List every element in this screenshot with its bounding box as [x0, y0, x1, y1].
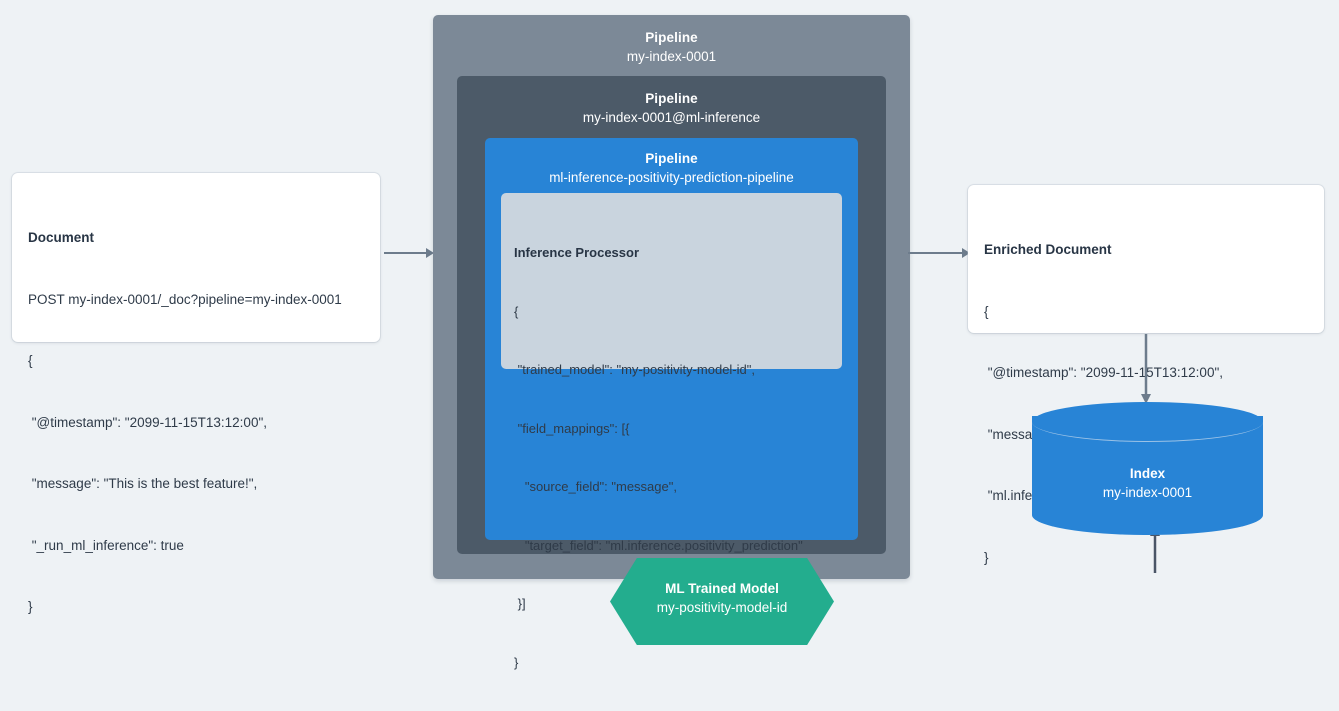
- pipeline-outer-heading: Pipeline: [645, 30, 698, 45]
- inference-processor-line-2: "field_mappings": [{: [514, 420, 630, 436]
- pipeline-inner-name: ml-inference-positivity-prediction-pipel…: [549, 170, 794, 185]
- arrow-document-to-pipeline-icon: [384, 246, 434, 260]
- inference-processor-line-4: "target_field": "ml.inference.positivity…: [514, 537, 803, 553]
- enriched-document-card: Enriched Document { "@timestamp": "2099-…: [968, 185, 1324, 565]
- index-name: my-index-0001: [1102, 485, 1193, 500]
- enriched-document-line-1: "@timestamp": "2099-11-15T13:12:00",: [984, 365, 1223, 380]
- diagram-canvas: Document POST my-index-0001/_doc?pipelin…: [12, 15, 1324, 670]
- document-line-5: }: [28, 599, 33, 614]
- pipeline-middle-heading: Pipeline: [645, 91, 698, 106]
- pipeline-inner: Pipeline ml-inference-positivity-predict…: [485, 138, 1160, 670]
- enriched-document-title: Enriched Document: [984, 242, 1112, 257]
- cylinder-top-ellipse: [1032, 402, 1263, 442]
- pipeline-middle-name: my-index-0001@ml-inference: [582, 110, 761, 125]
- inference-processor-title: Inference Processor: [514, 245, 640, 260]
- inference-processor-line-1: "trained_model": "my-positivity-model-id…: [514, 362, 755, 377]
- pipeline-outer: Pipeline my-index-0001 Pipeline my-index…: [433, 15, 1160, 670]
- pipeline-outer-name: my-index-0001: [626, 49, 717, 64]
- document-line-0: POST my-index-0001/_doc?pipeline=my-inde…: [28, 291, 342, 307]
- inference-processor-line-6: }: [514, 654, 519, 670]
- ml-trained-model-heading: ML Trained Model: [665, 581, 779, 596]
- document-card: Document POST my-index-0001/_doc?pipelin…: [12, 173, 380, 614]
- inference-processor-line-3: "source_field": "message",: [514, 479, 677, 494]
- index-heading: Index: [1129, 466, 1166, 481]
- pipeline-inner-heading: Pipeline: [645, 151, 698, 166]
- index-label-group: Index my-index-0001: [1032, 464, 1263, 502]
- ml-trained-model-name: my-positivity-model-id: [656, 600, 788, 615]
- document-line-1: {: [28, 353, 33, 368]
- ml-trained-model-hexagon: ML Trained Model my-positivity-model-id: [610, 558, 834, 645]
- arrow-enriched-to-index-icon: [1139, 334, 1153, 404]
- arrow-pipeline-to-enriched-icon: [908, 246, 970, 260]
- document-line-3: "message": "This is the best feature!",: [28, 476, 258, 491]
- document-card-title: Document: [28, 230, 95, 245]
- document-line-4: "_run_ml_inference": true: [28, 537, 184, 553]
- enriched-document-line-0: {: [984, 303, 989, 319]
- index-cylinder: Index my-index-0001: [1032, 402, 1263, 535]
- inference-processor-card: Inference Processor { "trained_model": "…: [501, 193, 842, 670]
- document-line-2: "@timestamp": "2099-11-15T13:12:00",: [28, 414, 267, 430]
- pipeline-middle: Pipeline my-index-0001@ml-inference Pipe…: [457, 76, 1160, 670]
- enriched-document-line-4: }: [984, 549, 989, 565]
- inference-processor-line-0: {: [514, 303, 519, 319]
